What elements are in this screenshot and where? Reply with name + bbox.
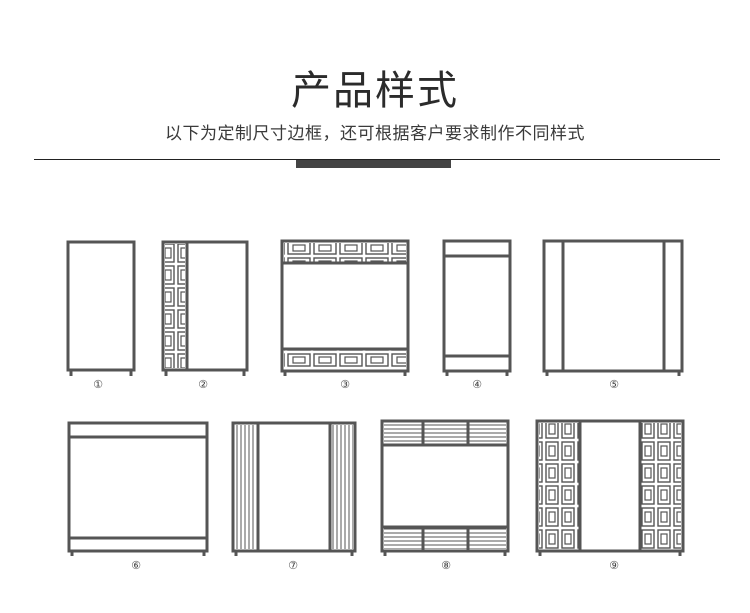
style-8-frame — [380, 419, 510, 556]
style-6-number: ⑥ — [131, 559, 141, 572]
page-subtitle: 以下为定制尺寸边框，还可根据客户要求制作不同样式 — [165, 124, 585, 144]
style-5-number: ⑤ — [609, 378, 619, 391]
divider-accent-bar — [296, 160, 451, 168]
style-6-frame — [67, 421, 209, 556]
style-5-frame — [542, 239, 684, 376]
style-4-number: ④ — [472, 378, 482, 391]
style-3-frame — [280, 239, 410, 376]
style-2-frame — [161, 240, 249, 376]
style-7-frame — [231, 421, 357, 556]
style-9-frame — [535, 419, 685, 556]
style-1-number: ① — [93, 378, 103, 391]
style-4-frame — [442, 239, 512, 376]
style-7-number: ⑦ — [288, 559, 298, 572]
divider-line — [34, 159, 720, 160]
style-3-number: ③ — [340, 378, 350, 391]
page-title: 产品样式 — [291, 68, 459, 114]
style-8-number: ⑧ — [441, 559, 451, 572]
style-2-number: ② — [198, 378, 208, 391]
style-9-number: ⑨ — [609, 559, 619, 572]
style-numbers: ① ② ③ ④ ⑤ ⑥ ⑦ ⑧ ⑨ — [93, 378, 619, 572]
style-1-frame — [66, 240, 136, 376]
